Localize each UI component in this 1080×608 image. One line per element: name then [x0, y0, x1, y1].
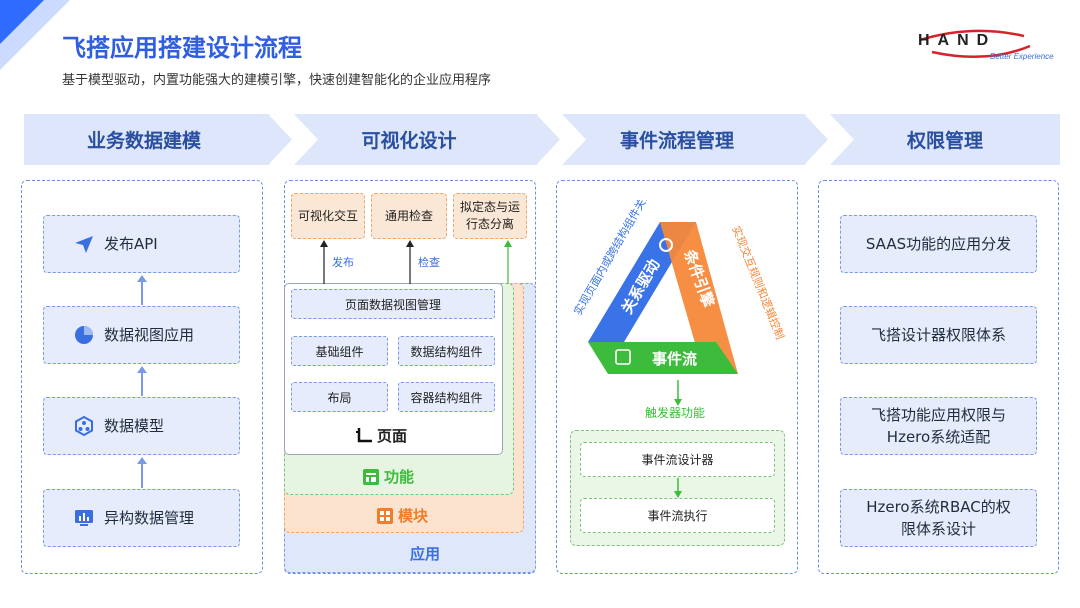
designer-permission-box: 飞搭设计器权限体系	[840, 306, 1037, 364]
publish-api-box: 发布API	[43, 215, 240, 273]
flow-icon	[615, 349, 631, 365]
corner-decoration-inner	[0, 0, 44, 44]
modeling-column	[21, 180, 263, 574]
logo-text: HAND	[918, 32, 997, 49]
step-arrow	[674, 478, 682, 498]
event-flow-execute-box: 事件流执行	[580, 498, 775, 533]
engine-note-text: 实现交互规则和逻辑控制	[729, 224, 787, 341]
module-label: 模块	[398, 507, 429, 525]
data-view-box: 数据视图应用	[43, 306, 240, 364]
event-flow-designer-box: 事件流设计器	[580, 442, 775, 477]
container-component-box: 容器结构组件	[398, 382, 495, 412]
trigger-arrow	[674, 380, 682, 406]
page-layer-label: 页面	[355, 425, 407, 446]
phase-visual-design: 可视化设计	[361, 130, 457, 152]
heterogeneous-data-label: 异构数据管理	[104, 508, 195, 527]
module-layer-label: 模块	[376, 505, 428, 526]
rbac-design-box: Hzero系统RBAC的权限体系设计	[840, 489, 1037, 547]
event-flow-text: 事件流	[652, 350, 697, 368]
publish-api-label: 发布API	[104, 234, 158, 253]
phase-permission: 权限管理	[906, 130, 983, 152]
hzero-adapt-box: 飞搭功能应用权限与Hzero系统适配	[840, 397, 1037, 455]
hand-logo-icon	[919, 29, 1031, 59]
publish-arrow-label: 发布	[332, 256, 354, 269]
page-label: 页面	[377, 427, 408, 445]
relation-icon	[659, 238, 673, 252]
arrow-up	[137, 275, 147, 305]
phase-event-flow: 事件流程管理	[619, 130, 734, 152]
saas-distribution-box: SAAS功能的应用分发	[840, 215, 1037, 273]
event-triangle: 关系驱动 条件引擎 事件流 实现页面内或跨结构组件关系 实现交互规则和逻辑控制	[570, 200, 788, 374]
basic-component-box: 基础组件	[291, 336, 388, 366]
feature-layer-label: 功能	[362, 466, 414, 487]
layout-box: 布局	[291, 382, 388, 412]
feature-label: 功能	[384, 468, 415, 486]
trigger-label: 触发器功能	[645, 406, 706, 420]
visual-interaction-box: 可视化交互	[291, 193, 365, 239]
network-icon	[75, 416, 93, 436]
page-data-view-box: 页面数据视图管理	[291, 289, 495, 319]
check-arrow-label: 检查	[418, 256, 440, 269]
phase-chevrons	[24, 114, 1060, 165]
app-label: 应用	[410, 545, 441, 563]
engine-icon	[738, 340, 750, 352]
general-check-box: 通用检查	[371, 193, 447, 239]
data-model-box: 数据模型	[43, 397, 240, 455]
logo-tagline: Better Experience	[990, 52, 1054, 61]
arrow-up	[137, 457, 147, 488]
module-icon	[377, 507, 393, 524]
pie-chart-icon	[75, 326, 93, 344]
feature-icon	[363, 468, 379, 485]
permission-column	[818, 180, 1059, 574]
page-title: 飞搭应用搭建设计流程	[62, 34, 302, 62]
event-column	[556, 180, 798, 574]
design-arrows	[320, 240, 512, 284]
arrow-up	[137, 366, 147, 396]
page-subtitle: 基于模型驱动，内置功能强大的建模引擎，快速创建智能化的企业应用程序	[62, 73, 492, 88]
heterogeneous-data-box: 异构数据管理	[43, 489, 240, 547]
data-structure-component-box: 数据结构组件	[398, 336, 495, 366]
phase-data-modeling: 业务数据建模	[86, 130, 201, 152]
data-view-label: 数据视图应用	[104, 325, 195, 344]
data-model-label: 数据模型	[104, 416, 165, 435]
bar-chart-icon	[75, 510, 93, 526]
page-icon	[356, 427, 372, 442]
send-icon	[75, 236, 93, 253]
state-separation-box: 拟定态与运行态分离	[453, 193, 527, 239]
